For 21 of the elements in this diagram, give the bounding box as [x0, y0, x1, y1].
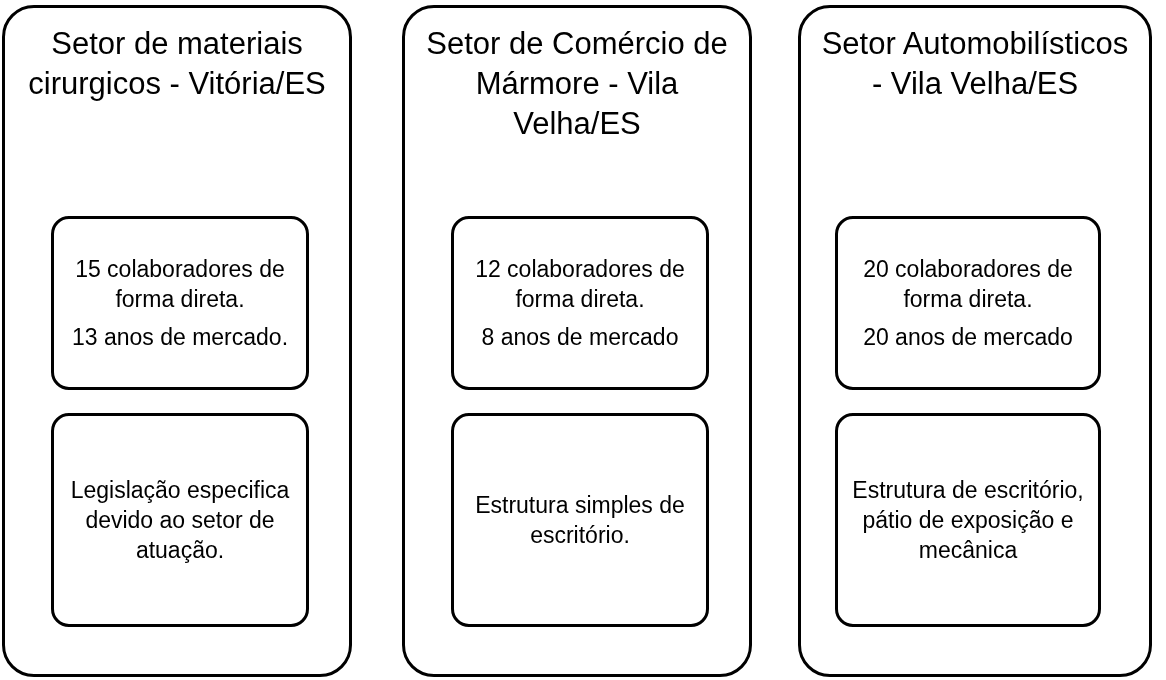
info-box — [51, 216, 309, 390]
sector-heading: Setor Automobilísticos - Vila Velha/ES — [820, 25, 1130, 103]
info-text: 8 anos de mercado — [481, 323, 679, 352]
info-text: 20 colaboradores de forma direta. — [862, 255, 1074, 314]
info-box — [451, 216, 709, 390]
sector-heading: Setor de Comércio de Mármore - Vila Velha/ES — [425, 25, 729, 143]
info-text: 15 colaboradores de forma direta. — [74, 255, 286, 314]
info-box — [835, 413, 1101, 627]
sector-panel — [798, 5, 1152, 677]
sector-panel — [402, 5, 752, 677]
info-text: 12 colaboradores de forma direta. — [474, 255, 686, 314]
info-box — [51, 413, 309, 627]
sector-panel — [2, 5, 352, 677]
info-text: 13 anos de mercado. — [71, 323, 289, 352]
info-text: 20 anos de mercado — [863, 323, 1073, 352]
info-text: Estrutura de escritório, pátio de exposição e mecânica — [851, 476, 1085, 565]
info-text: Estrutura simples de escritório. — [474, 491, 686, 550]
sector-heading: Setor de materiais cirurgicos - Vitória/ES — [27, 25, 327, 103]
info-box — [451, 413, 709, 627]
info-box — [835, 216, 1101, 390]
info-text: Legislação especifica devido ao setor de atuação. — [69, 476, 291, 565]
